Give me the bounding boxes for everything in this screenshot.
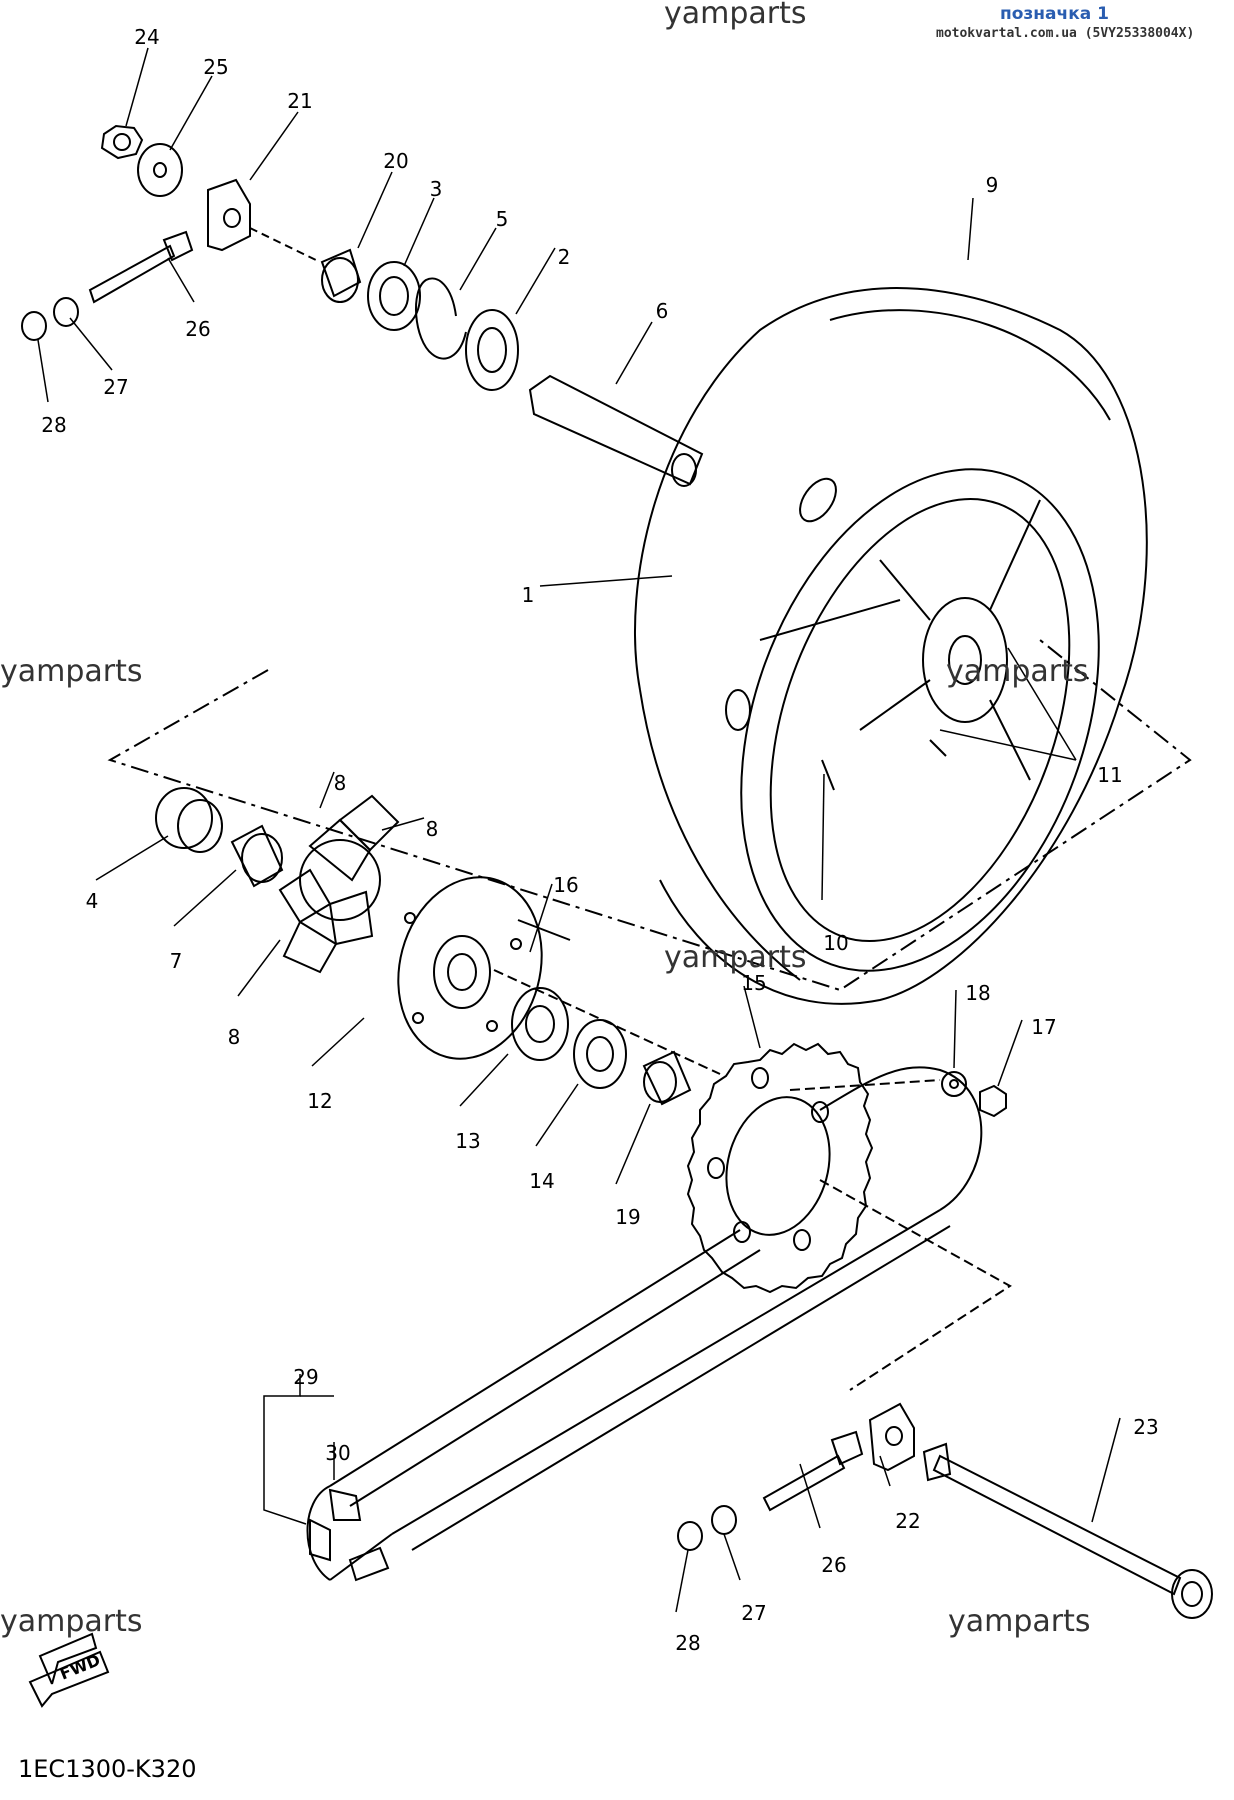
- assembly-dashed-outline: [107, 639, 1192, 992]
- watermark: yamparts: [664, 0, 807, 31]
- washer-part: [137, 143, 183, 197]
- part-label-30: 30: [325, 1441, 350, 1465]
- fwd-arrow-icon: [28, 1632, 110, 1708]
- sprocket-washer: [941, 1071, 967, 1097]
- part-label-26b: 26: [821, 1553, 846, 1577]
- chain-link-joint: [328, 1488, 362, 1521]
- part-label-21: 21: [287, 89, 312, 113]
- wheel-spoke: [879, 559, 931, 621]
- bolt-upper: [88, 244, 176, 304]
- adjuster-plate-lower: [868, 1402, 915, 1472]
- part-label-10: 10: [823, 931, 848, 955]
- part-labels: 24 25 21 20 3 5 2 9 6 26 27 28 1 11 8 8 …: [41, 25, 1158, 1655]
- stud-bolt: [517, 919, 571, 941]
- adjuster-plate: [207, 178, 251, 252]
- part-label-16: 16: [553, 873, 578, 897]
- drive-chain: [306, 1066, 983, 1582]
- part-label-8a: 8: [334, 771, 347, 795]
- part-label-1: 1: [522, 583, 535, 607]
- part-label-28b: 28: [675, 1631, 700, 1655]
- oil-seal: [367, 261, 421, 331]
- leader-lines: [37, 47, 1121, 1613]
- part-label-2: 2: [558, 245, 571, 269]
- part-label-14: 14: [529, 1169, 554, 1193]
- bearing-upper: [465, 309, 519, 391]
- part-label-19: 19: [615, 1205, 640, 1229]
- part-label-8c: 8: [228, 1025, 241, 1049]
- collar-part: [320, 248, 362, 298]
- circlip: [415, 277, 467, 360]
- tire: [634, 287, 1148, 1005]
- part-label-27b: 27: [741, 1601, 766, 1625]
- header-title: позначка 1: [1000, 4, 1109, 24]
- hub-internals: [155, 787, 721, 1106]
- part-label-27: 27: [103, 375, 128, 399]
- wheel-axle: [932, 1454, 1182, 1596]
- nut-part: [100, 124, 144, 160]
- watermark: yamparts: [0, 1604, 143, 1639]
- needle-bearing: [155, 787, 213, 849]
- fwd-label: FWD: [57, 1650, 103, 1683]
- part-label-26: 26: [185, 317, 210, 341]
- axle-spacer: [528, 374, 704, 486]
- part-label-13: 13: [455, 1129, 480, 1153]
- collar-3: [642, 1050, 692, 1106]
- part-label-7: 7: [170, 949, 183, 973]
- wheel-rim: [740, 468, 1100, 972]
- part-label-12: 12: [307, 1089, 332, 1113]
- part-label-29: 29: [293, 1365, 318, 1389]
- watermark: yamparts: [664, 940, 807, 975]
- sprocket-carrier: [397, 876, 543, 1060]
- part-label-9: 9: [986, 173, 999, 197]
- wheel-assembly: [634, 287, 1148, 1005]
- diagram-code: 1EC1300-K320: [18, 1755, 197, 1783]
- part-label-24: 24: [134, 25, 159, 49]
- oil-seal-lower: [573, 1019, 627, 1089]
- watermark: yamparts: [0, 654, 143, 689]
- part-label-11: 11: [1097, 763, 1122, 787]
- part-label-3: 3: [430, 177, 443, 201]
- part-label-22: 22: [895, 1509, 920, 1533]
- part-label-28: 28: [41, 413, 66, 437]
- watermark: yamparts: [946, 654, 1089, 689]
- part-label-6: 6: [656, 299, 669, 323]
- part-label-8b: 8: [426, 817, 439, 841]
- sprocket-nut: [979, 1084, 1007, 1118]
- header-source: motokvartal.com.ua (5VY25338004X): [936, 26, 1195, 41]
- part-label-25: 25: [203, 55, 228, 79]
- wheel-hub: [922, 597, 1008, 723]
- collar-2: [230, 824, 284, 888]
- damper-set: [278, 794, 400, 974]
- washer-lower: [677, 1521, 703, 1551]
- part-label-18: 18: [965, 981, 990, 1005]
- washer-small: [21, 311, 47, 341]
- part-label-20: 20: [383, 149, 408, 173]
- part-label-17: 17: [1031, 1015, 1056, 1039]
- lower-hardware-group: [677, 1402, 1213, 1619]
- upper-hardware-group: [21, 124, 704, 487]
- part-label-23: 23: [1133, 1415, 1158, 1439]
- part-label-5: 5: [496, 207, 509, 231]
- part-label-4: 4: [86, 889, 99, 913]
- bearing-lower: [511, 987, 569, 1061]
- rear-sprocket: [686, 1042, 874, 1294]
- watermark: yamparts: [948, 1604, 1091, 1639]
- part-label-15: 15: [741, 971, 766, 995]
- bolt-lower: [762, 1454, 846, 1512]
